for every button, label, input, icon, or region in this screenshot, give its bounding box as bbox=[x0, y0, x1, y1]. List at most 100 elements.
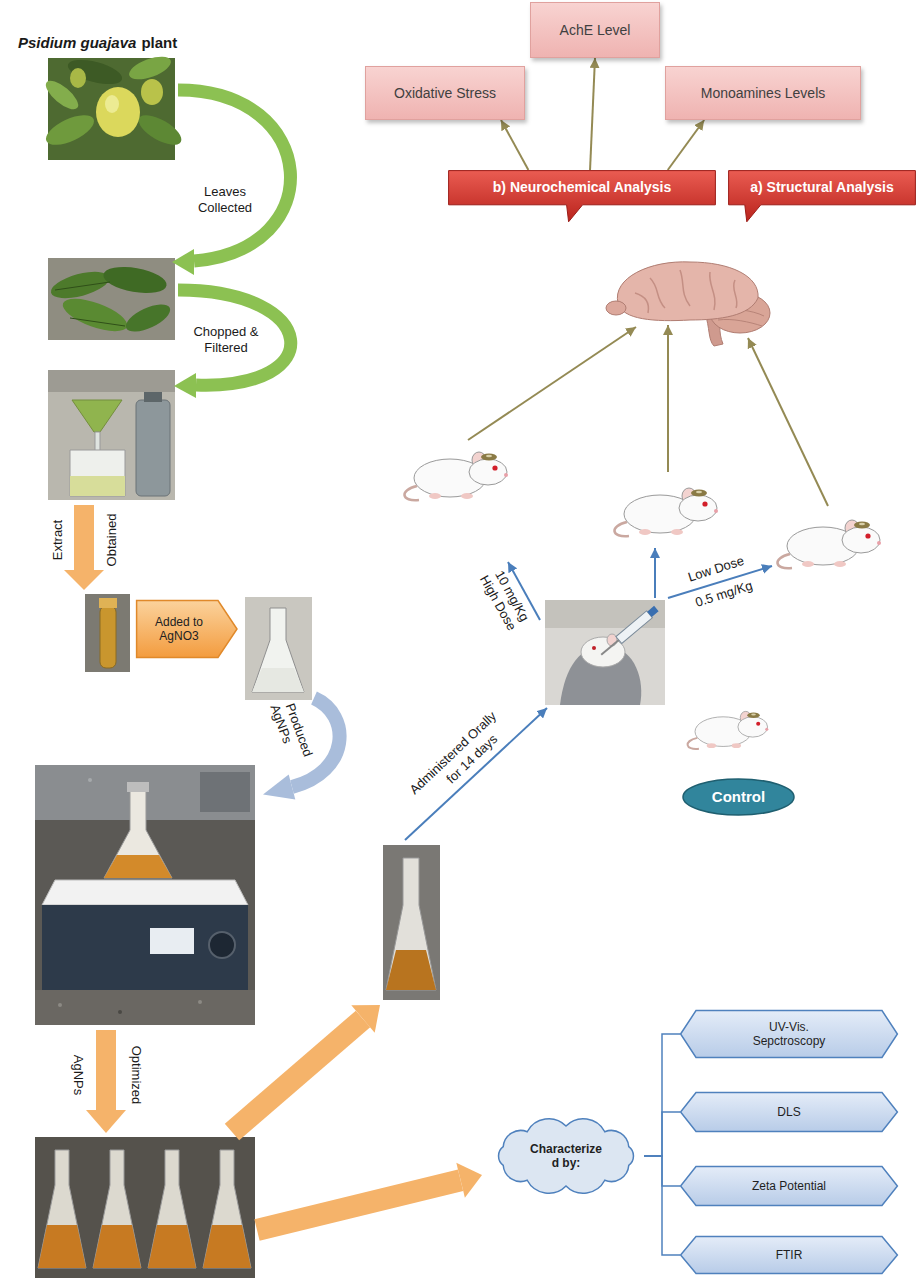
analysis-callout-text: a) Structural Analysis bbox=[750, 179, 893, 196]
oral-gavage-photo bbox=[581, 637, 625, 667]
method-hexagon-text: DLS bbox=[777, 1105, 800, 1119]
hotplate-stirrer-photo bbox=[104, 855, 172, 878]
analysis-callout-outline bbox=[728, 170, 916, 223]
method-cloud: Characterize d by: bbox=[488, 1113, 644, 1199]
analysis-callout-outline bbox=[448, 170, 716, 223]
leaves-photo bbox=[48, 267, 112, 304]
leaves-photo bbox=[59, 292, 131, 338]
optimized-flasks-photo bbox=[203, 1150, 251, 1268]
method-hexagon: Zeta Potential bbox=[680, 1166, 898, 1206]
connector bbox=[644, 1112, 680, 1156]
plant-heading: plant bbox=[141, 34, 177, 52]
hotplate-stirrer-photo bbox=[88, 778, 92, 782]
hotplate-stirrer-photo bbox=[35, 765, 255, 1025]
hotplate-stirrer-photo bbox=[104, 790, 172, 878]
filtration-photo bbox=[48, 370, 175, 392]
process-arrow bbox=[257, 1163, 482, 1230]
step-label: Leaves Collected bbox=[195, 184, 255, 215]
plant-photo bbox=[134, 109, 186, 150]
process-arrow bbox=[178, 290, 291, 385]
step-arrow-box-text: Added to AgNO3 bbox=[144, 615, 214, 644]
silver-nitrate-flask-photo bbox=[252, 608, 304, 692]
dosing-arrow bbox=[405, 708, 547, 840]
hotplate-stirrer-photo bbox=[127, 782, 149, 792]
plant-photo bbox=[96, 87, 140, 137]
method-hexagon-shape bbox=[681, 1237, 898, 1274]
measure-note: Monoamines Levels bbox=[665, 66, 861, 120]
filtration-photo bbox=[70, 476, 125, 496]
process-arrow bbox=[456, 1163, 482, 1198]
filtration-photo bbox=[136, 400, 170, 496]
process-arrow bbox=[64, 570, 104, 590]
oral-gavage-photo bbox=[607, 634, 617, 646]
silver-nitrate-flask-photo bbox=[245, 597, 312, 700]
hotplate-stirrer-photo bbox=[42, 880, 248, 905]
analysis-callout: b) Neurochemical Analysis bbox=[448, 170, 716, 223]
sample-arrow bbox=[748, 338, 828, 506]
filtration-photo bbox=[48, 370, 175, 500]
step-label: Optimized bbox=[128, 1046, 144, 1105]
optimized-flasks-photo bbox=[93, 1150, 141, 1268]
control-rat bbox=[688, 711, 769, 749]
extract-tube-photo bbox=[100, 606, 116, 668]
optimized-flasks-photo bbox=[93, 1225, 141, 1268]
step-label: AgNPs bbox=[70, 1055, 86, 1095]
group-ellipse-text: Control bbox=[712, 788, 765, 806]
process-arrow bbox=[178, 90, 290, 261]
hotplate-stirrer-photo bbox=[118, 1010, 122, 1014]
process-arrow bbox=[232, 1005, 380, 1132]
brain-figure bbox=[606, 301, 626, 315]
filtration-photo bbox=[48, 370, 175, 500]
step-label: Obtained bbox=[104, 514, 120, 567]
low-dose-rat bbox=[777, 520, 881, 568]
dosing-arrow bbox=[405, 548, 772, 840]
plant-photo bbox=[42, 52, 186, 160]
leaves-photo bbox=[55, 282, 125, 326]
brain-figure bbox=[635, 270, 737, 313]
method-hexagon-shape bbox=[681, 1167, 898, 1206]
brain-figure bbox=[617, 262, 758, 321]
leaves-photo bbox=[48, 258, 175, 340]
leaves-photo bbox=[48, 258, 175, 340]
measure-note-text: AchE Level bbox=[560, 22, 631, 39]
plant-heading: Psidium guajava bbox=[18, 34, 136, 52]
dosing-arrow bbox=[654, 548, 656, 598]
process-arrow bbox=[172, 90, 291, 398]
analysis-callout-text: b) Neurochemical Analysis bbox=[493, 179, 671, 196]
nanoparticle-flask-photo bbox=[383, 845, 440, 1000]
oral-gavage-photo bbox=[545, 600, 665, 705]
plant-photo bbox=[126, 52, 174, 84]
nanoparticle-flask-photo bbox=[386, 950, 436, 990]
method-hexagon: DLS bbox=[680, 1092, 898, 1132]
oral-gavage-photo bbox=[647, 606, 658, 617]
brain-figure bbox=[606, 262, 770, 346]
optimized-flasks-photo bbox=[148, 1150, 196, 1268]
hotplate-stirrer-photo bbox=[35, 990, 255, 1025]
plant-photo bbox=[141, 79, 163, 105]
group-ellipse: Control bbox=[682, 778, 795, 816]
plant-photo bbox=[70, 68, 86, 88]
step-label: Extract bbox=[50, 520, 66, 560]
optimized-flasks-photo bbox=[35, 1137, 255, 1278]
measure-note-text: Monoamines Levels bbox=[701, 85, 826, 102]
connector bbox=[590, 58, 595, 170]
optimized-flasks-photo bbox=[38, 1225, 86, 1268]
analysis-callout-shape bbox=[449, 171, 716, 222]
optimized-flasks-photo bbox=[148, 1225, 196, 1268]
silver-nitrate-flask-photo bbox=[252, 668, 304, 692]
method-hexagon-text: FTIR bbox=[776, 1248, 803, 1262]
optimized-flasks-photo bbox=[203, 1225, 251, 1268]
method-hexagon: FTIR bbox=[680, 1236, 898, 1274]
connector bbox=[644, 1156, 680, 1255]
hotplate-stirrer-photo bbox=[42, 905, 248, 990]
hotplate-stirrer-photo bbox=[35, 765, 255, 1025]
nanoparticle-flask-photo bbox=[386, 858, 436, 990]
oral-gavage-photo bbox=[598, 605, 659, 658]
group-ellipse-shape bbox=[683, 779, 794, 815]
process-arrow bbox=[64, 505, 104, 590]
process-arrow bbox=[263, 698, 340, 800]
sample-arrow bbox=[667, 325, 669, 472]
process-arrow bbox=[86, 1030, 126, 1133]
process-arrow bbox=[174, 373, 196, 398]
